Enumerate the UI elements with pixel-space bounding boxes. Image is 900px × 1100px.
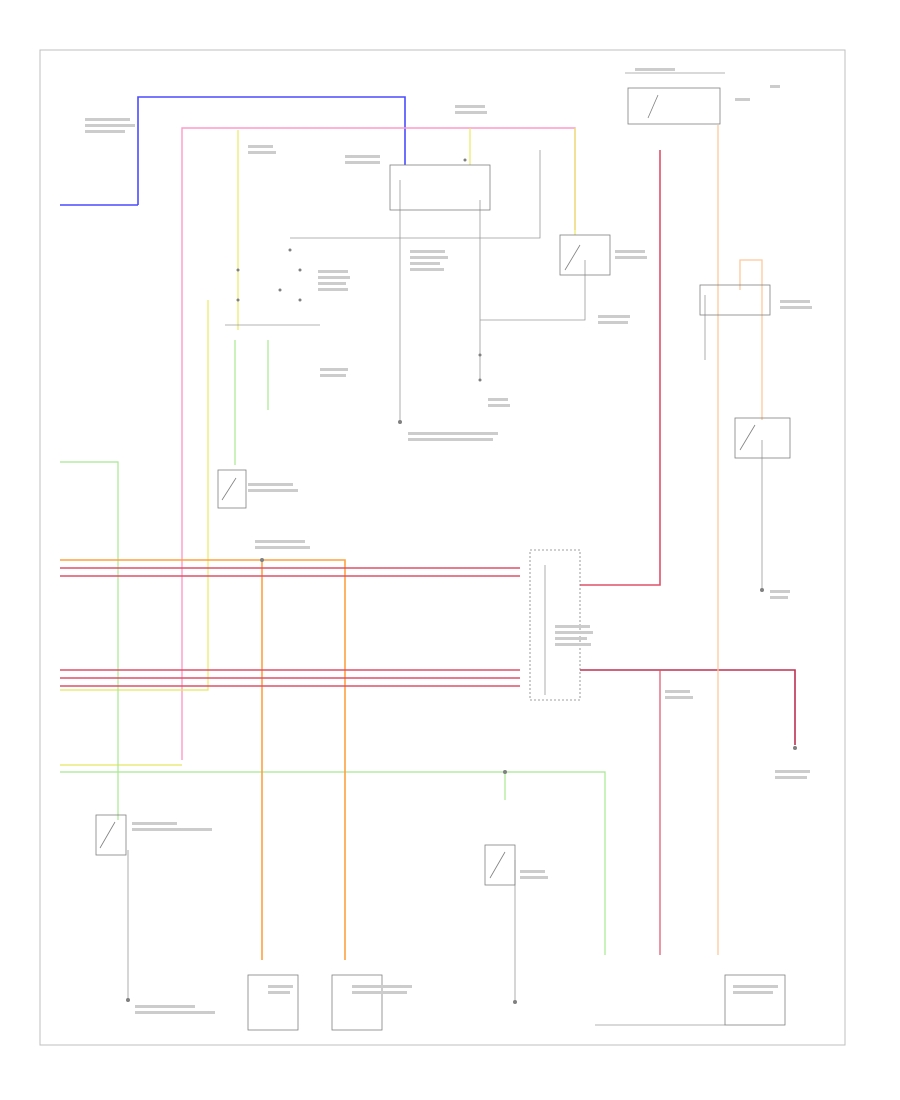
wire-darkred-right: [580, 669, 796, 745]
sensor-left: [217, 469, 247, 509]
relay-right: [559, 234, 611, 276]
ground-symbol: [126, 420, 797, 1004]
sensor-bottom-left: [95, 814, 127, 856]
fuse-box-top-right: [627, 87, 721, 125]
wire-blue: [137, 96, 406, 205]
sensor-bottom-mid: [484, 844, 516, 886]
diagram-frame: [39, 49, 846, 1046]
relay-top-center: [389, 164, 491, 211]
module-bottom-1: [247, 974, 299, 1031]
wire-orange-1: [60, 559, 346, 960]
wire-gray-1: [290, 150, 541, 239]
wire-gray-4: [480, 260, 586, 321]
wire-yellow-4: [60, 300, 209, 691]
wire-pink-top: [181, 127, 576, 760]
module-bottom-right: [724, 974, 786, 1026]
wire-red-right: [580, 150, 661, 586]
module-bottom-2: [331, 974, 383, 1031]
wire-peach-2: [739, 259, 763, 420]
wire-green-left: [60, 461, 119, 820]
label-blocks: [85, 68, 812, 1014]
switch-right: [699, 284, 771, 316]
sensor-right: [734, 417, 791, 459]
wire-green-bottom: [60, 771, 606, 955]
